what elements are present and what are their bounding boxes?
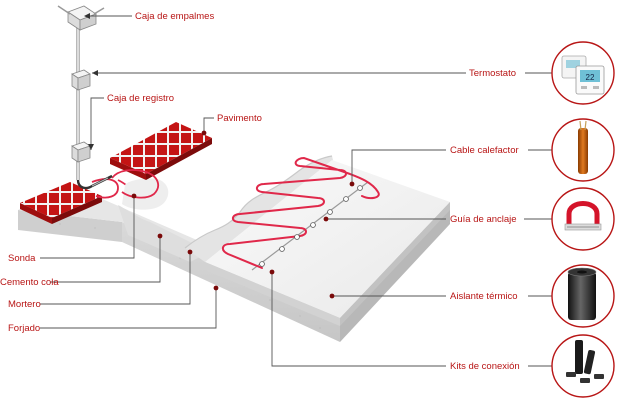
thermostat-icon: 22 bbox=[551, 41, 615, 105]
label-kits-conexion: Kits de conexión bbox=[450, 361, 520, 372]
insulation-surface bbox=[205, 160, 450, 326]
label-pavimento: Pavimento bbox=[217, 113, 262, 124]
leader-dots bbox=[131, 130, 355, 299]
label-sonda: Sonda bbox=[8, 253, 36, 264]
leader-lines bbox=[40, 15, 552, 367]
junction-box bbox=[57, 5, 105, 31]
thermostat-display: 22 bbox=[586, 73, 595, 82]
label-aislante-termico: Aislante térmico bbox=[450, 291, 518, 302]
leader-arrows bbox=[84, 13, 98, 150]
label-mortero: Mortero bbox=[8, 299, 41, 310]
label-cemento-cola: Cemento cola bbox=[0, 277, 59, 288]
tile-block-upper bbox=[110, 122, 212, 210]
mortar-layer bbox=[118, 155, 335, 262]
registry-box bbox=[71, 141, 91, 163]
tile-block-left bbox=[20, 182, 102, 224]
connection-kit-icon bbox=[551, 334, 615, 398]
anchor-clips bbox=[259, 185, 363, 267]
label-guia-anclaje: Guía de anclaje bbox=[450, 214, 517, 225]
label-cable-calefactor: Cable calefactor bbox=[450, 145, 519, 156]
label-termostato: Termostato bbox=[469, 68, 516, 79]
label-forjado: Forjado bbox=[8, 323, 40, 334]
label-caja-registro: Caja de registro bbox=[107, 93, 174, 104]
anchor-guide-icon bbox=[551, 187, 615, 251]
thermostat-box-wall bbox=[71, 69, 91, 91]
insulation-roll-icon bbox=[551, 264, 615, 328]
label-caja-empalmes: Caja de empalmes bbox=[135, 11, 214, 22]
heating-cable-icon bbox=[551, 118, 615, 182]
wall-conduit bbox=[76, 20, 113, 190]
heating-cable-serpentine bbox=[222, 156, 380, 269]
